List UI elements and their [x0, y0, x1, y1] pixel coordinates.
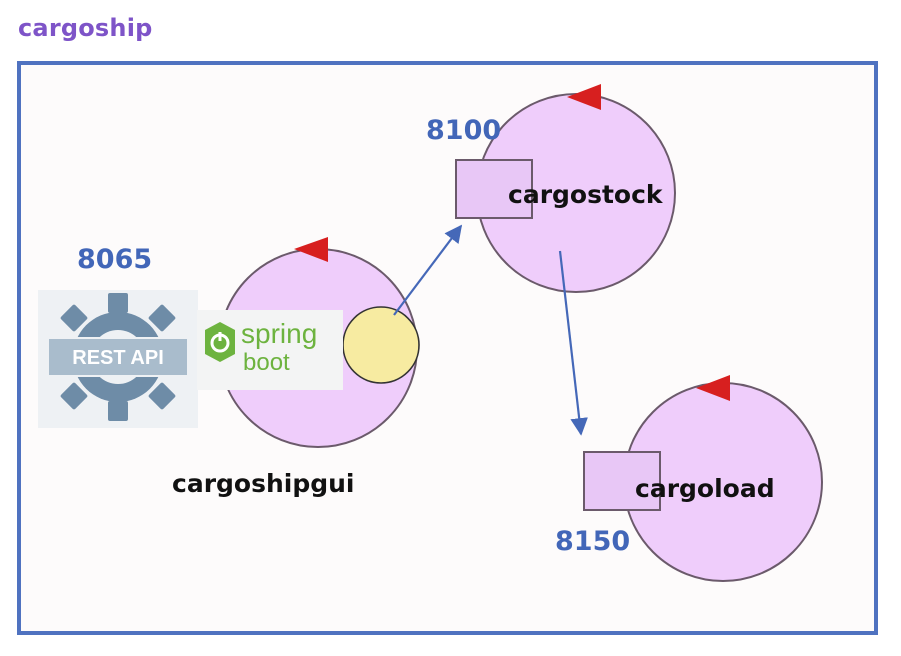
- spring-text: spring: [241, 318, 317, 349]
- port-box-cargostock[interactable]: [455, 159, 533, 219]
- gear-icon: REST API: [47, 293, 189, 421]
- node-cargostock-marker: [567, 84, 601, 110]
- port-label-8100: 8100: [426, 115, 502, 146]
- spring-boot-logo: spring boot: [197, 310, 343, 390]
- node-label-cargoload: cargoload: [635, 474, 775, 503]
- node-cargoshipgui-marker: [294, 237, 328, 262]
- port-label-8150: 8150: [555, 526, 631, 557]
- rest-api-text: REST API: [72, 347, 164, 369]
- provided-interface-cargoshipgui[interactable]: [342, 306, 420, 384]
- node-label-cargoshipgui: cargoshipgui: [172, 469, 355, 498]
- edge-stock-to-load: [558, 250, 588, 436]
- boot-text: boot: [243, 349, 290, 376]
- diagram-title: cargoship: [18, 14, 153, 42]
- rest-api-logo: REST API: [38, 290, 198, 428]
- node-label-cargostock: cargostock: [508, 180, 663, 209]
- edge-gui-to-stock: [393, 224, 463, 316]
- node-cargoload-marker: [696, 375, 730, 401]
- port-box-cargoload[interactable]: [583, 451, 661, 511]
- port-label-8065: 8065: [77, 244, 153, 275]
- spring-power-icon: spring boot: [205, 318, 317, 376]
